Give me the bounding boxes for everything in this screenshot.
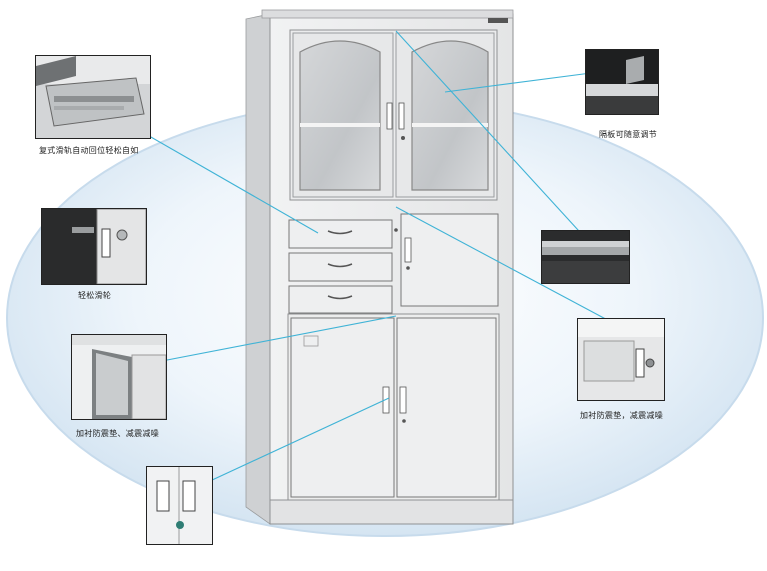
thumb-door-handle [146,466,213,545]
lock-icon [406,266,410,270]
drawer-pull-icon [327,295,353,300]
glass-pane-left [299,40,381,191]
leader-line [444,72,592,93]
leader-line [395,30,590,243]
label-holder [303,335,319,347]
thumb-liner-pad-left [71,334,167,420]
caption-liner-pad-left: 加衬防震垫、减震减噪 [76,429,159,438]
thumb-shelf-adjust [585,49,659,115]
lower-door-right [396,317,497,498]
lock-icon [402,419,406,423]
lock-icon [401,136,405,140]
thumb-liner-pad-right [577,318,665,401]
filing-cabinet [245,9,514,525]
caption-drawer-slide: 复式滑轨自动回位轻松自如 [39,146,139,155]
middle-door [400,213,499,307]
cabinet-side-panel [245,13,271,525]
caption-liner-pad-right: 加衬防震垫，减震减噪 [580,411,663,420]
thumb-easy-pulley [41,208,147,285]
glass-pane-right [411,40,489,191]
door-handle-icon [398,102,405,130]
leader-line [181,397,390,495]
thumb-drawer-rail [541,230,630,284]
cabinet-base [269,499,514,525]
door-handle-icon [386,102,393,130]
door-handle-icon [382,386,390,414]
caption-easy-pulley: 轻松滑轮 [78,291,112,300]
caption-shelf-adjust: 隔板可随意调节 [599,130,658,139]
drawer-pull-icon [327,263,353,268]
lock-icon [394,228,398,232]
door-handle-icon [404,237,412,263]
cabinet-top [261,9,514,19]
door-handle-icon [399,386,407,414]
leader-line [135,315,397,367]
leader-line [395,206,631,333]
lower-door-left [290,317,395,498]
drawer-3 [288,285,393,314]
brand-plate [488,18,508,23]
thumb-drawer-slide [35,55,151,139]
drawer-pull-icon [327,230,353,235]
